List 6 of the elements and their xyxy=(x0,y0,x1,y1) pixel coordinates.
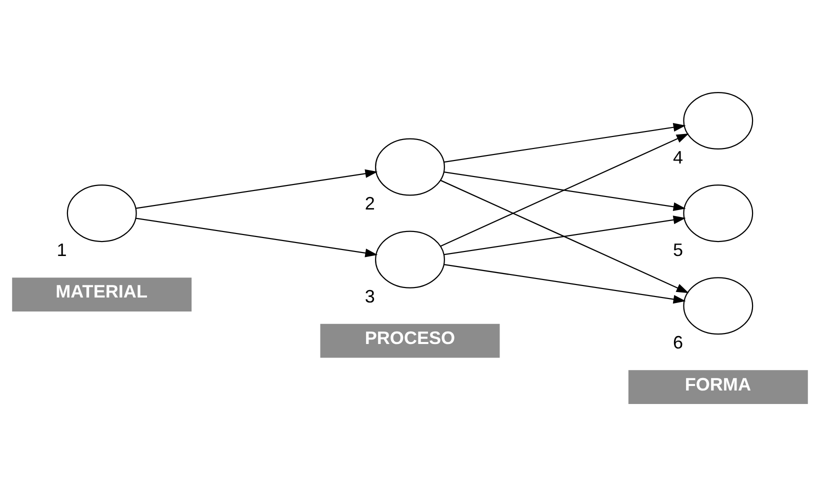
node-label: 6 xyxy=(673,332,684,352)
node-label: 2 xyxy=(364,193,375,214)
node-label: 1 xyxy=(56,239,67,260)
node-label: 4 xyxy=(673,146,684,167)
node-label: 3 xyxy=(364,286,375,306)
node-label: 5 xyxy=(673,239,684,260)
